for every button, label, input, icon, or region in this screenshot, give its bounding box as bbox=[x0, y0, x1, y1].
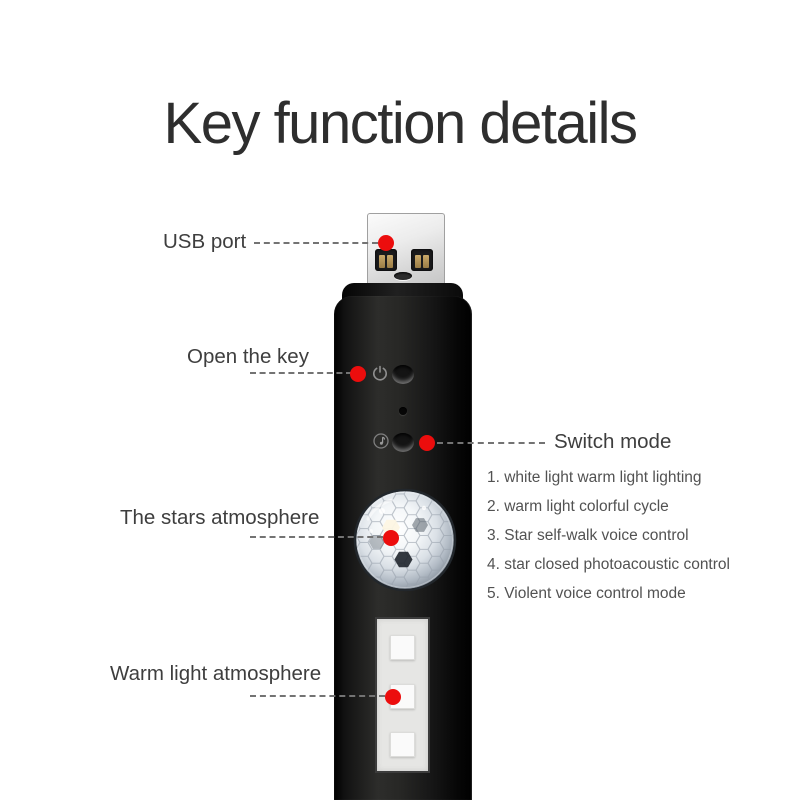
mode-list-item: 2. warm light colorful cycle bbox=[487, 498, 669, 515]
usb-port-label: USB port bbox=[163, 230, 247, 253]
mode-icon bbox=[373, 433, 389, 449]
stars-atmosphere-marker-dot bbox=[383, 530, 399, 546]
switch-mode-label: Switch mode bbox=[554, 430, 672, 453]
power-button bbox=[392, 365, 414, 384]
switch-mode-leader-line bbox=[437, 442, 545, 444]
usb-pin bbox=[415, 255, 421, 268]
stars-atmosphere-label: The stars atmosphere bbox=[120, 506, 320, 529]
page-title: Key function details bbox=[163, 91, 638, 156]
open-key-marker-dot bbox=[350, 366, 366, 382]
mode-button bbox=[392, 433, 414, 452]
usb-port-marker-dot bbox=[378, 235, 394, 251]
stars-atmosphere-leader-line bbox=[250, 536, 383, 538]
led-square bbox=[390, 732, 415, 757]
usb-port-leader-line bbox=[254, 242, 378, 244]
mode-list-item: 4. star closed photoacoustic control bbox=[487, 556, 730, 573]
usb-pin bbox=[423, 255, 429, 268]
mode-list: 1. white light warm light lighting 2. wa… bbox=[487, 467, 730, 612]
usb-contact-hole-left bbox=[375, 249, 397, 271]
mode-list-item: 3. Star self-walk voice control bbox=[487, 527, 689, 544]
switch-mode-marker-dot bbox=[419, 435, 435, 451]
warm-light-label: Warm light atmosphere bbox=[110, 662, 322, 685]
usb-connector bbox=[367, 213, 445, 285]
power-icon bbox=[373, 365, 387, 381]
usb-oval-slot bbox=[394, 272, 412, 280]
usb-contact-hole-right bbox=[411, 249, 433, 271]
mode-list-item: 1. white light warm light lighting bbox=[487, 469, 702, 486]
open-key-leader-line bbox=[250, 372, 352, 374]
mode-list-item: 5. Violent voice control mode bbox=[487, 585, 686, 602]
usb-pin bbox=[379, 255, 385, 268]
open-key-label: Open the key bbox=[187, 345, 309, 368]
star-projector-ball bbox=[352, 487, 458, 593]
led-square bbox=[390, 635, 415, 660]
usb-pin bbox=[387, 255, 393, 268]
crystal-ball-icon bbox=[353, 488, 457, 592]
warm-light-marker-dot bbox=[385, 689, 401, 705]
microphone-hole bbox=[399, 407, 407, 415]
warm-light-leader-line bbox=[250, 695, 385, 697]
